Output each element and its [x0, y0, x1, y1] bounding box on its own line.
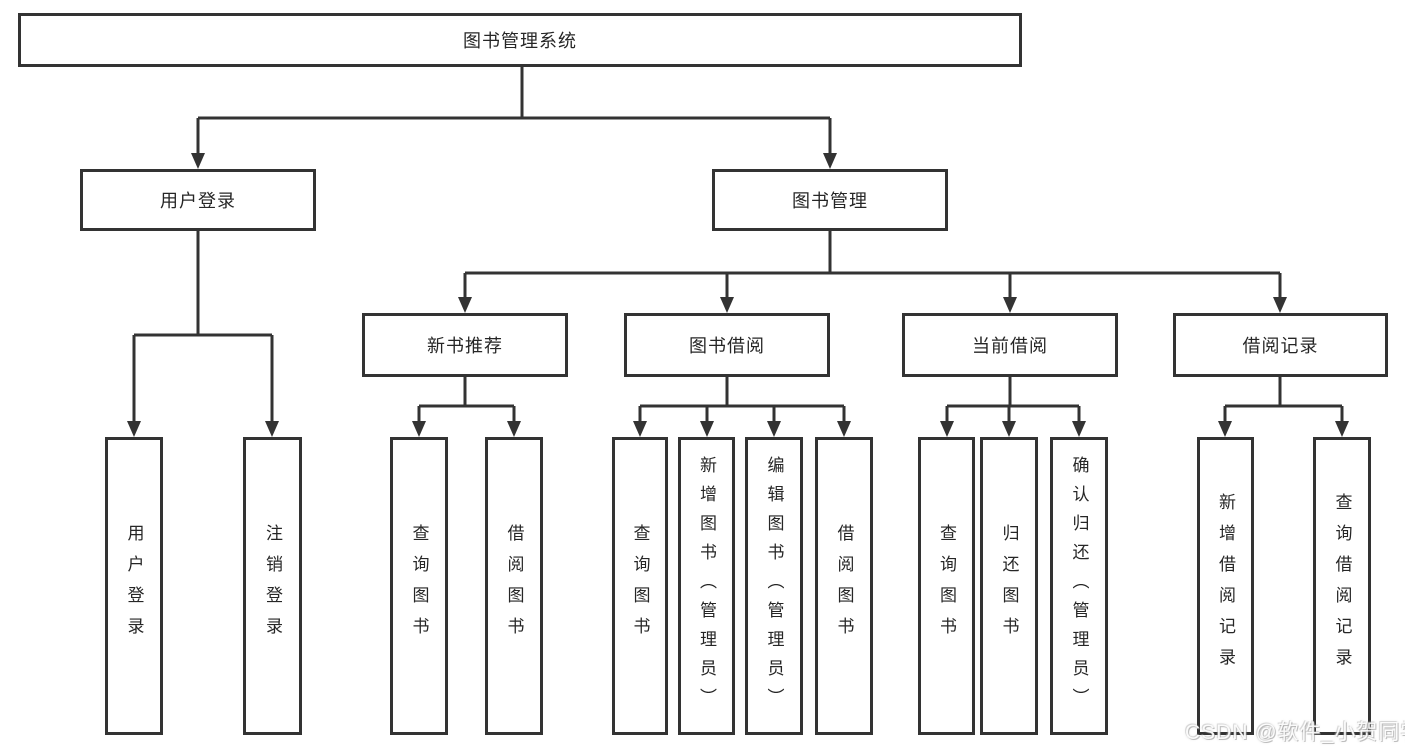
leaf-logout: 注销登录: [243, 437, 302, 735]
leaf-borrow-books-label: 借阅图书: [834, 524, 854, 648]
node-current-borrow-label: 当前借阅: [972, 336, 1048, 356]
leaf-borrow-query-books-label: 查询图书: [630, 524, 650, 648]
leaf-borrow-query-books: 查询图书: [612, 437, 668, 735]
leaf-newrec-query-books: 查询图书: [390, 437, 448, 735]
leaf-add-books-admin: 新增图书（管理员）: [678, 437, 735, 735]
leaf-add-borrow-record-label: 新增借阅记录: [1216, 493, 1235, 679]
node-user-login: 用户登录: [80, 169, 316, 231]
leaf-edit-books-admin: 编辑图书（管理员）: [745, 437, 803, 735]
leaf-newrec-borrow-books-label: 借阅图书: [504, 524, 524, 648]
leaf-user-login: 用户登录: [105, 437, 163, 735]
leaf-query-borrow-record-label: 查询借阅记录: [1332, 493, 1352, 679]
arrowheads: [127, 153, 1349, 437]
leaf-current-query-books: 查询图书: [918, 437, 975, 735]
leaf-borrow-books: 借阅图书: [815, 437, 873, 735]
leaf-current-query-books-label: 查询图书: [937, 524, 956, 648]
leaf-confirm-return-admin-label: 确认归还（管理员）: [1069, 455, 1089, 717]
leaf-confirm-return-admin: 确认归还（管理员）: [1050, 437, 1108, 735]
node-book-management: 图书管理: [712, 169, 948, 231]
leaf-return-books-label: 归还图书: [999, 524, 1019, 648]
connector-paths: [132, 67, 1344, 422]
node-book-borrow: 图书借阅: [624, 313, 830, 377]
node-new-book-recommend-label: 新书推荐: [427, 336, 503, 356]
csdn-watermark: CSDN @软件_小贺同学: [1185, 721, 1405, 744]
leaf-query-borrow-record: 查询借阅记录: [1313, 437, 1371, 735]
leaf-add-books-admin-label: 新增图书（管理员）: [697, 455, 716, 717]
node-new-book-recommend: 新书推荐: [362, 313, 568, 377]
node-borrow-records-label: 借阅记录: [1242, 336, 1319, 356]
leaf-return-books: 归还图书: [980, 437, 1038, 735]
leaf-add-borrow-record: 新增借阅记录: [1197, 437, 1254, 735]
leaf-edit-books-admin-label: 编辑图书（管理员）: [764, 455, 784, 717]
node-book-management-label: 图书管理: [792, 191, 868, 211]
leaf-newrec-borrow-books: 借阅图书: [485, 437, 543, 735]
node-borrow-records: 借阅记录: [1173, 313, 1388, 377]
node-user-login-label: 用户登录: [160, 191, 236, 211]
node-current-borrow: 当前借阅: [902, 313, 1118, 377]
leaf-newrec-query-books-label: 查询图书: [409, 524, 429, 648]
leaf-user-login-label: 用户登录: [124, 524, 144, 648]
root-node-library-system: 图书管理系统: [18, 13, 1022, 67]
leaf-logout-label: 注销登录: [263, 524, 282, 648]
node-book-borrow-label: 图书借阅: [689, 336, 765, 356]
root-node-label: 图书管理系统: [463, 31, 577, 51]
